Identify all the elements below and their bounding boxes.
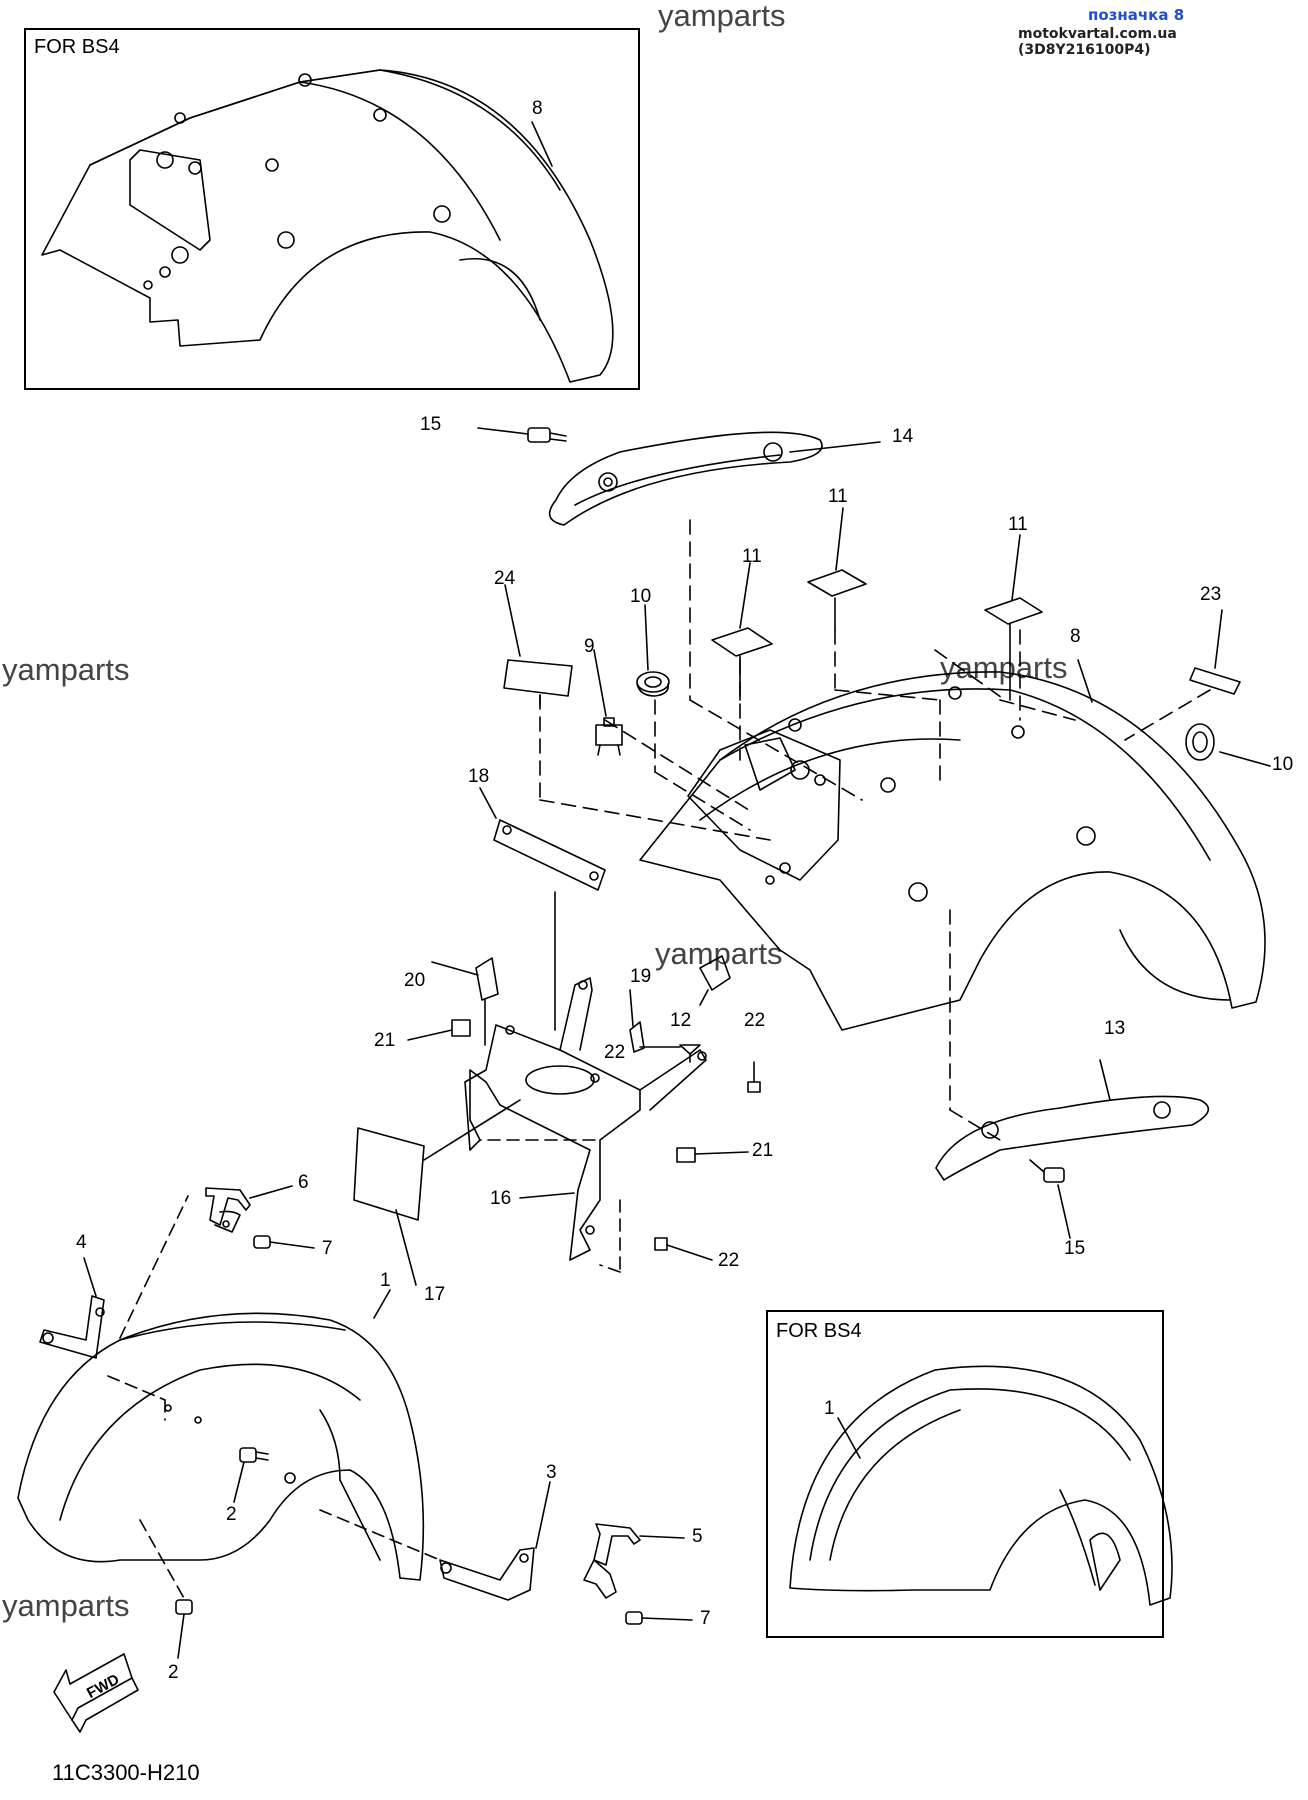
part-10-grommet-right xyxy=(1185,723,1215,761)
callout-8: 8 xyxy=(1070,626,1081,647)
part-21-nut-b xyxy=(676,1147,696,1163)
part-4-bracket xyxy=(39,1295,105,1359)
part-2-bolt-upper xyxy=(239,1447,269,1463)
part-11-pad-a xyxy=(711,627,773,657)
part-15-bolt-top xyxy=(477,427,567,443)
part-21-nut-a xyxy=(451,1019,471,1037)
callout-18: 18 xyxy=(468,766,490,787)
front-fender-inset-drawing xyxy=(789,1365,1173,1606)
part-10-grommet-upper xyxy=(636,671,670,697)
part-2-bolt-lower xyxy=(175,1599,193,1615)
part-22-screw-c xyxy=(654,1237,668,1251)
callout-15-top: 15 xyxy=(420,414,442,435)
part-13-cover xyxy=(935,1095,1210,1181)
callout-12: 12 xyxy=(670,1010,692,1031)
part-15-bolt-lower xyxy=(1029,1159,1065,1183)
front-fender-main xyxy=(17,1312,425,1581)
callout-15-lower: 15 xyxy=(1064,1238,1086,1259)
inset-front-fender-bs4: FOR BS4 xyxy=(766,1310,1164,1638)
callout-23: 23 xyxy=(1200,584,1222,605)
fwd-arrow-icon xyxy=(53,1653,139,1733)
source-reference: motokvartal.com.ua (3D8Y216100P4) xyxy=(1018,26,1177,58)
callout-16: 16 xyxy=(490,1188,512,1209)
callout-2-upper: 2 xyxy=(226,1504,237,1525)
callout-1: 1 xyxy=(380,1270,391,1291)
callout-11-b: 11 xyxy=(1008,514,1028,535)
callout-14: 14 xyxy=(892,426,914,447)
part-6-clamp xyxy=(205,1187,251,1233)
part-7-bolt-lower xyxy=(625,1611,643,1625)
part-23-strip xyxy=(1189,667,1241,695)
drawing-code: 11C3300-H210 xyxy=(52,1760,200,1785)
rear-fender-assembly-lines xyxy=(539,519,1211,1141)
callout-10-right: 10 xyxy=(1272,754,1294,775)
callout-2-lower: 2 xyxy=(168,1662,179,1683)
callout-21-b: 21 xyxy=(752,1140,774,1161)
callout-7-upper: 7 xyxy=(322,1238,333,1259)
part-19-clip xyxy=(629,1021,645,1053)
watermark-bottom-left: yamparts xyxy=(2,1588,130,1623)
callout-22-a: 22 xyxy=(604,1042,626,1063)
watermark-center: yamparts xyxy=(655,936,783,971)
rear-fender-inset-drawing xyxy=(41,69,614,383)
callout-20: 20 xyxy=(404,970,426,991)
part-9-switch xyxy=(595,717,623,756)
callout-9: 9 xyxy=(584,636,595,657)
callout-8-inset: 8 xyxy=(532,98,543,119)
sheet-badge: позначка 8 xyxy=(1088,6,1185,24)
leader-8 xyxy=(1077,659,1093,703)
callout-7-lower: 7 xyxy=(700,1608,711,1629)
part-20-clip xyxy=(475,957,499,1001)
part-5-clamp xyxy=(583,1523,641,1599)
callout-17: 17 xyxy=(424,1284,446,1305)
part-11-pad-b xyxy=(807,569,867,597)
callout-24: 24 xyxy=(494,568,516,589)
part-3-bracket xyxy=(439,1547,535,1601)
front-fender-assembly-lines xyxy=(107,1195,441,1601)
callout-6: 6 xyxy=(298,1172,309,1193)
callout-3: 3 xyxy=(546,1462,557,1483)
rear-fender-main xyxy=(639,671,1266,1031)
watermark-top: yamparts xyxy=(658,0,786,33)
part-22-screw-b xyxy=(747,1081,761,1093)
part-16-bracket xyxy=(464,977,707,1261)
part-7-bolt-upper xyxy=(253,1235,271,1249)
callout-10-upper: 10 xyxy=(630,586,652,607)
callout-11-c: 11 xyxy=(828,486,848,507)
callout-5: 5 xyxy=(692,1526,703,1547)
inset-title: FOR BS4 xyxy=(776,1320,862,1342)
callout-13: 13 xyxy=(1104,1018,1126,1039)
callout-4: 4 xyxy=(76,1232,87,1253)
callout-19: 19 xyxy=(630,966,652,987)
callout-11-a: 11 xyxy=(742,546,762,567)
watermark-right: yamparts xyxy=(940,650,1068,685)
callout-22-c: 22 xyxy=(718,1250,740,1271)
callout-1-inset: 1 xyxy=(824,1398,835,1419)
part-22-screw-a xyxy=(679,1044,701,1063)
callout-22-b: 22 xyxy=(744,1010,766,1031)
part-12-bracket xyxy=(699,955,731,991)
leader-8-inset xyxy=(531,121,553,167)
part-18-strip xyxy=(493,819,606,891)
inset-title: FOR BS4 xyxy=(34,36,120,58)
watermark-left: yamparts xyxy=(2,652,130,687)
part-17-reflector xyxy=(353,1127,425,1221)
callout-21-a: 21 xyxy=(374,1030,396,1051)
part-11-pad-c xyxy=(984,597,1043,625)
part-14-cover xyxy=(548,431,823,526)
part-24-plate xyxy=(503,659,573,697)
